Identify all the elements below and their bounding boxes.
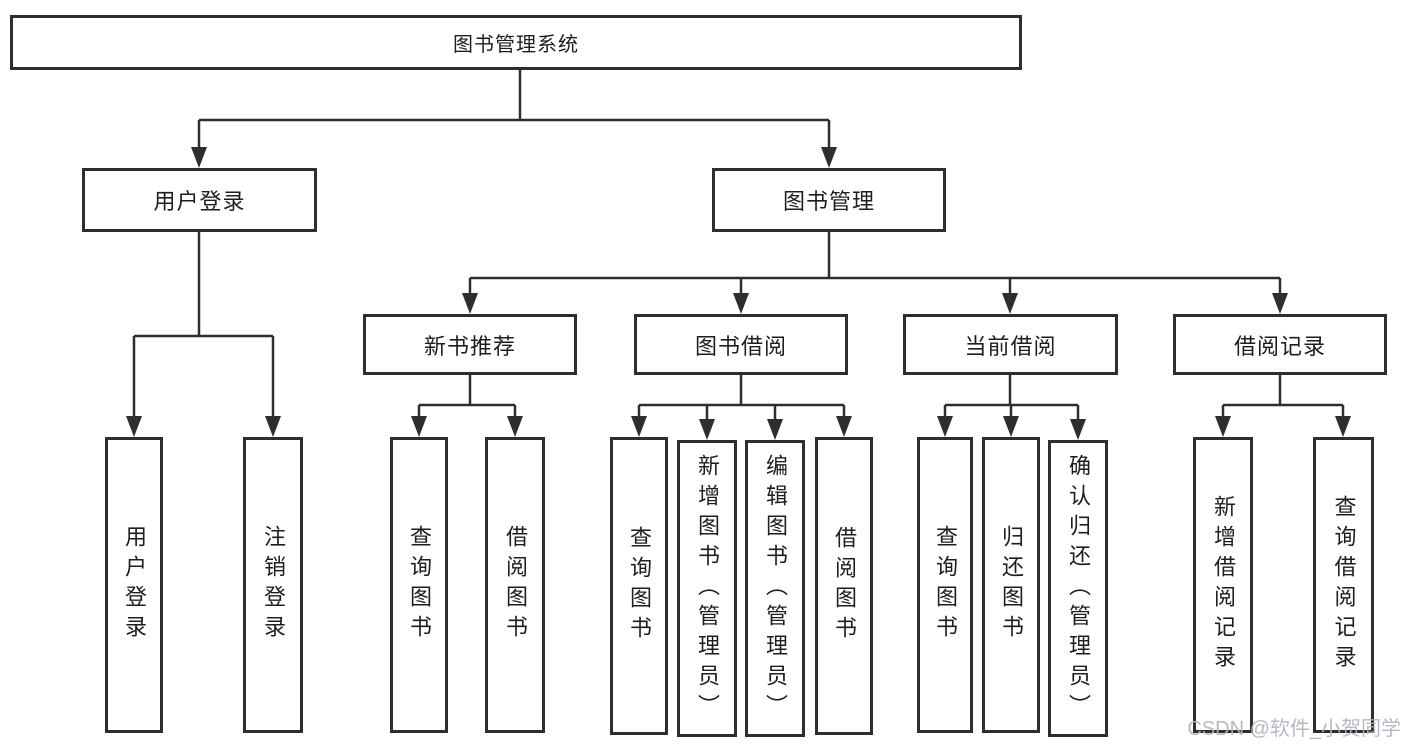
leaf-query-borrow-record: 查询借阅记录: [1313, 437, 1374, 733]
node-label: 用户登录: [153, 189, 246, 214]
leaf-label: 用户登录: [122, 525, 147, 645]
leaf-query-books-borrowing: 查询图书: [610, 437, 668, 735]
leaf-add-borrow-record: 新增借阅记录: [1193, 437, 1253, 733]
node-label: 图书借阅: [694, 333, 787, 359]
leaf-label: 查询图书: [407, 525, 432, 645]
leaf-label: 注销登录: [261, 525, 286, 645]
leaf-borrow-books-borrowing: 借阅图书: [815, 437, 873, 735]
node-borrowing-records: 借阅记录: [1173, 314, 1387, 375]
connector-path: [132, 70, 1345, 423]
node-new-book-recommendation: 新书推荐: [363, 314, 577, 375]
leaf-label: 编辑图书（管理员）: [763, 453, 788, 724]
leaf-user-login: 用户登录: [105, 437, 163, 733]
node-library-management-system: 图书管理系统: [10, 15, 1022, 70]
leaf-query-books-recommend: 查询图书: [390, 437, 448, 733]
leaf-label: 查询图书: [933, 525, 958, 645]
node-user-login: 用户登录: [82, 168, 317, 232]
leaf-label: 确认归还（管理员）: [1066, 453, 1091, 724]
leaf-label: 新增借阅记录: [1211, 495, 1236, 675]
leaf-label: 归还图书: [999, 525, 1024, 645]
arrowheads: [126, 147, 1351, 440]
leaf-add-book-admin: 新增图书（管理员）: [677, 440, 737, 737]
watermark-text: CSDN @软件_小贺同学: [1187, 718, 1401, 740]
node-book-borrowing: 图书借阅: [634, 314, 848, 375]
leaf-label: 查询图书: [627, 526, 652, 646]
node-label: 借阅记录: [1233, 333, 1326, 359]
node-label: 当前借阅: [964, 333, 1057, 359]
node-label: 新书推荐: [423, 333, 516, 359]
leaf-label: 借阅图书: [503, 525, 528, 645]
leaf-borrow-books-recommend: 借阅图书: [485, 437, 545, 733]
leaf-query-books-current: 查询图书: [917, 437, 973, 733]
leaf-label: 借阅图书: [832, 526, 857, 646]
leaf-logout-login: 注销登录: [243, 437, 303, 733]
leaf-return-books: 归还图书: [982, 437, 1040, 733]
node-book-management: 图书管理: [712, 168, 946, 232]
leaf-label: 新增图书（管理员）: [695, 453, 720, 724]
node-label: 图书管理系统: [453, 34, 579, 56]
leaf-label: 查询借阅记录: [1331, 495, 1357, 675]
node-label: 图书管理: [782, 189, 875, 214]
leaf-confirm-return-admin: 确认归还（管理员）: [1048, 440, 1108, 737]
node-current-borrowing: 当前借阅: [903, 314, 1118, 375]
leaf-edit-book-admin: 编辑图书（管理员）: [745, 440, 805, 737]
